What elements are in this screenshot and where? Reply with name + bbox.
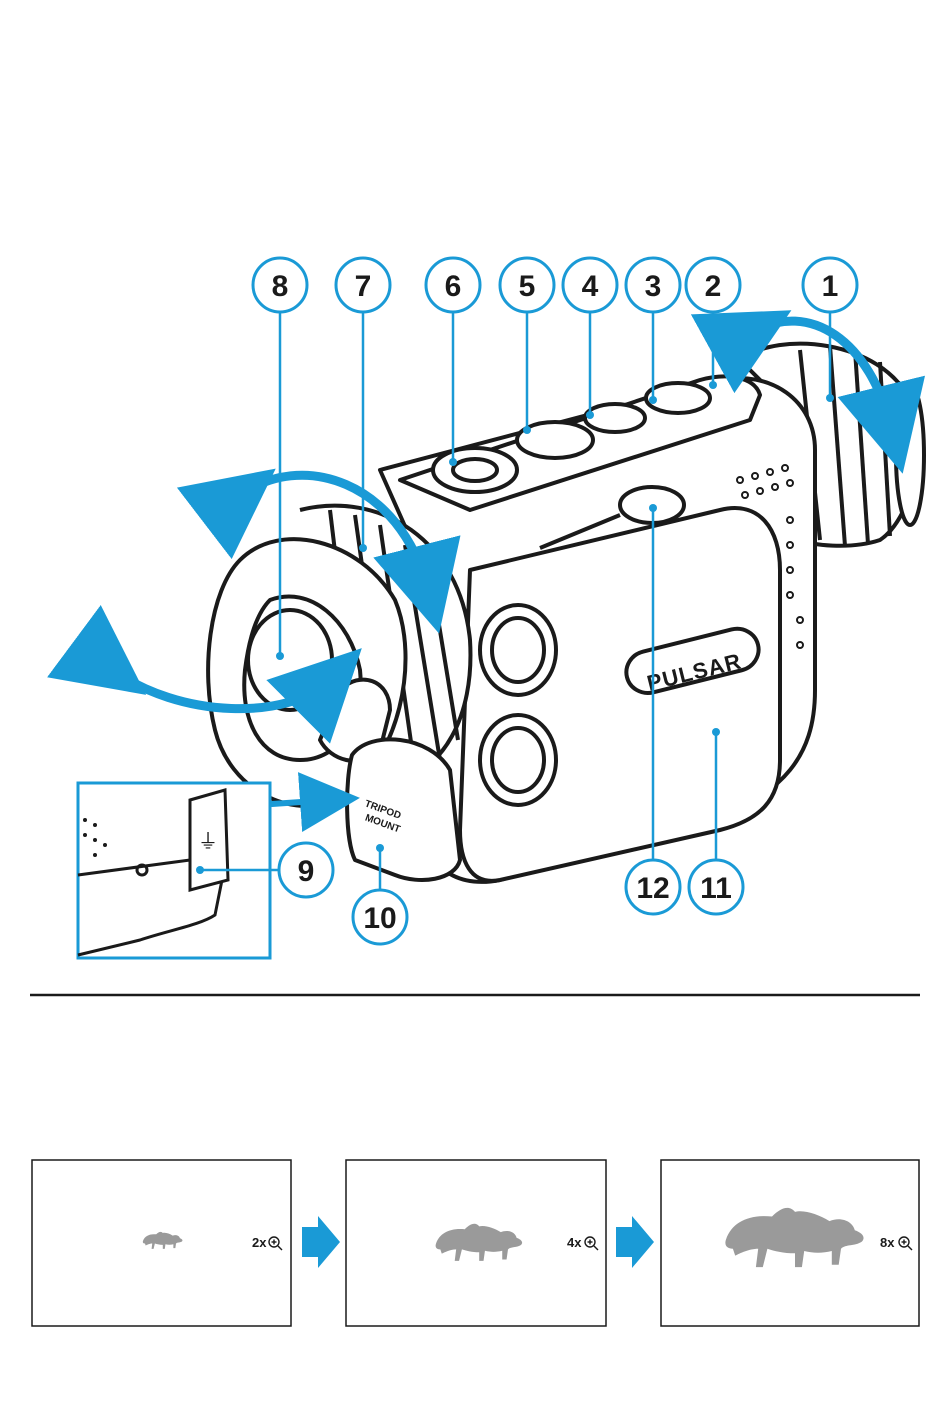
callout-8: 8 xyxy=(253,258,307,312)
svg-text:10: 10 xyxy=(363,902,396,935)
callout-2: 2 xyxy=(686,258,740,312)
pointer-arrow-usb xyxy=(272,800,330,804)
callout-5: 5 xyxy=(500,258,554,312)
zoom-label-4x: 4x xyxy=(567,1235,582,1250)
svg-text:7: 7 xyxy=(355,270,372,303)
svg-text:11: 11 xyxy=(700,872,732,905)
arrow-right-icon xyxy=(302,1216,340,1268)
svg-text:3: 3 xyxy=(645,270,662,303)
callout-6: 6 xyxy=(426,258,480,312)
callout-7: 7 xyxy=(336,258,390,312)
svg-text:8: 8 xyxy=(272,270,289,303)
callout-10: 10 xyxy=(353,890,407,944)
button-menu[interactable] xyxy=(585,404,645,432)
svg-text:2: 2 xyxy=(705,270,722,303)
zoom-label-8x: 8x xyxy=(880,1235,895,1250)
callout-1: 1 xyxy=(803,258,857,312)
zoom-label-2x: 2x xyxy=(252,1235,267,1250)
svg-text:4: 4 xyxy=(582,270,599,303)
callout-4: 4 xyxy=(563,258,617,312)
zoom-sequence: 2x 4x 8x xyxy=(32,1160,919,1326)
callout-3: 3 xyxy=(626,258,680,312)
svg-text:1: 1 xyxy=(822,270,839,303)
callout-12: 12 xyxy=(626,860,680,914)
zoom-panel-2x: 2x xyxy=(32,1160,291,1326)
callout-9: 9 xyxy=(279,843,333,897)
svg-text:9: 9 xyxy=(298,855,315,888)
svg-text:6: 6 xyxy=(445,270,462,303)
usb-icon: ⏚ xyxy=(198,829,218,853)
zoom-panel-4x: 4x xyxy=(346,1160,606,1326)
svg-text:12: 12 xyxy=(636,872,669,905)
svg-text:5: 5 xyxy=(519,270,536,303)
tripod-mount-cover[interactable] xyxy=(347,739,460,880)
arrow-right-icon xyxy=(616,1216,654,1268)
zoom-panel-8x: 8x xyxy=(661,1160,919,1326)
callout-11: 11 xyxy=(689,860,743,914)
